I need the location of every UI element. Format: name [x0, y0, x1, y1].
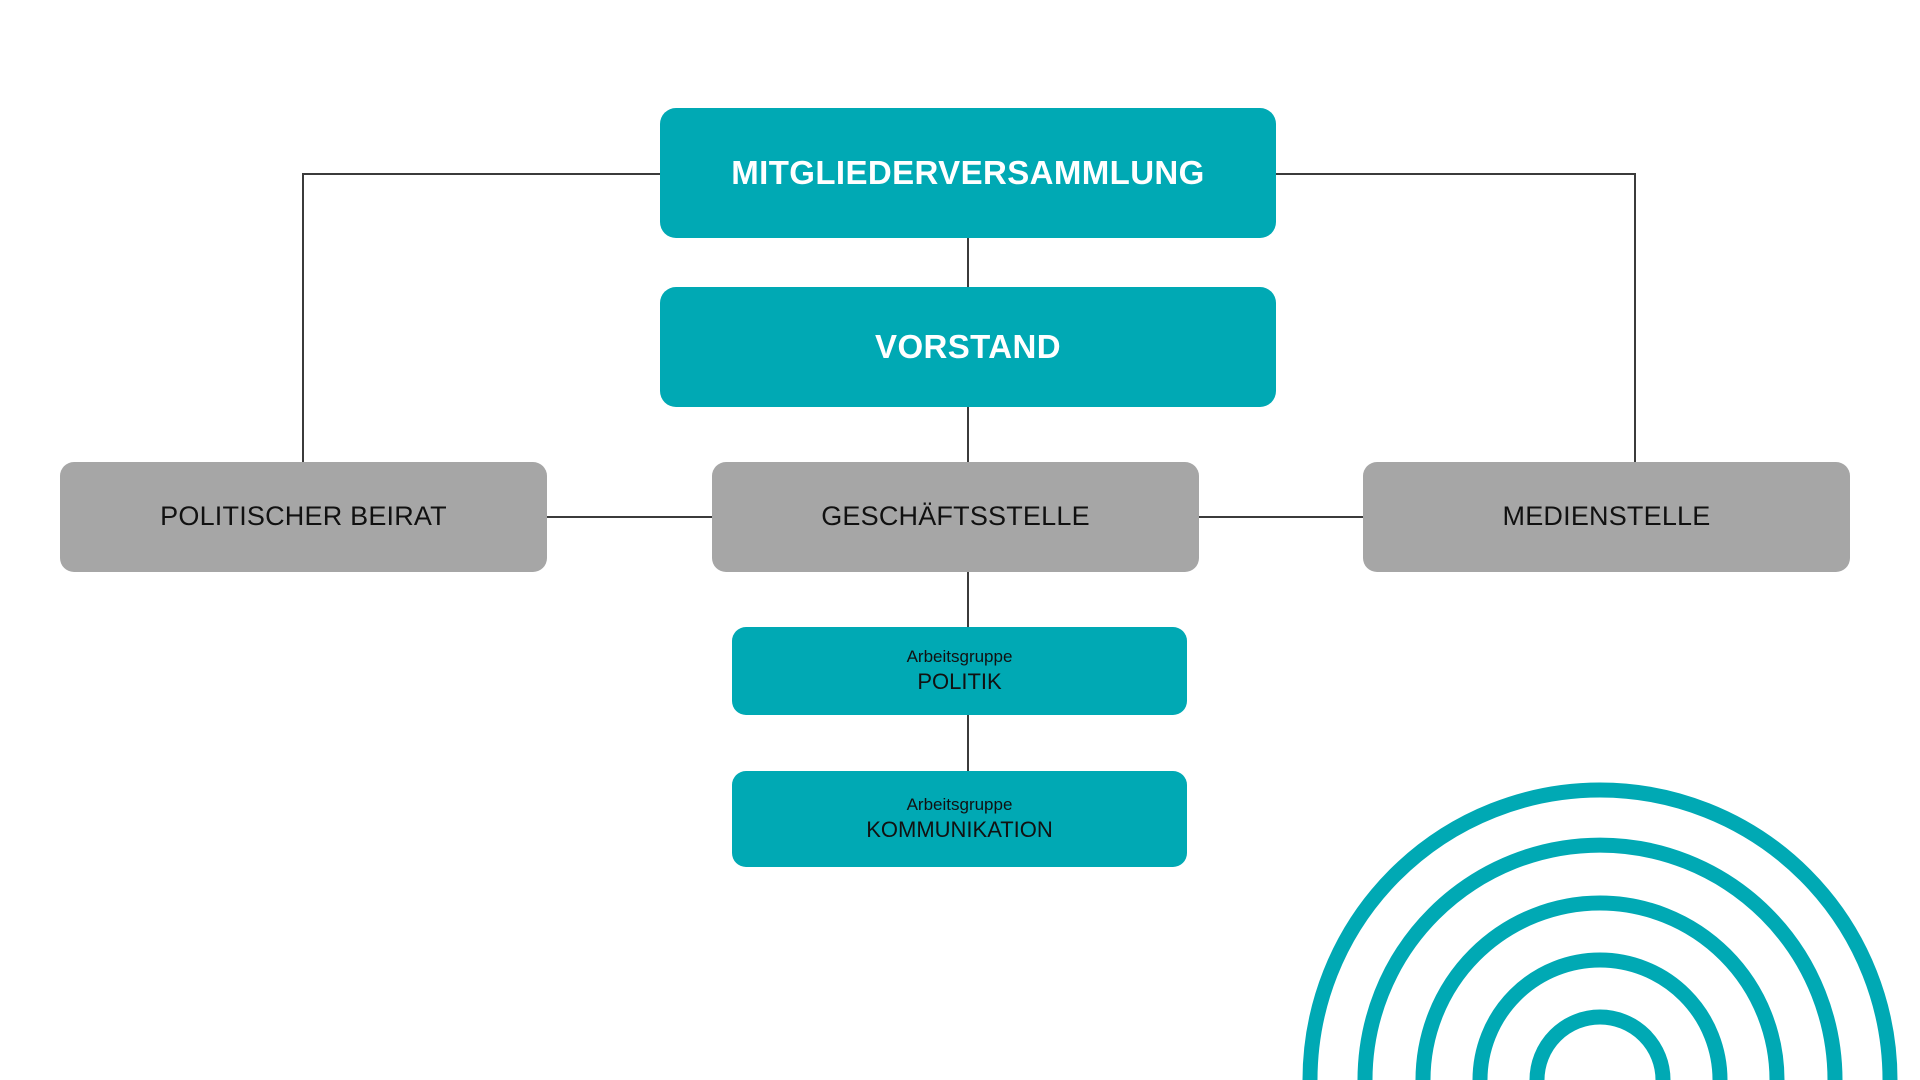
node-vorstand[interactable]: VORSTAND — [660, 287, 1276, 407]
concentric-arcs-decoration — [1302, 782, 1898, 1080]
connector-mv-to-vorstand — [967, 238, 969, 288]
node-arbeitsgruppe-politik[interactable]: Arbeitsgruppe POLITIK — [732, 627, 1187, 715]
arc-5 — [1529, 1009, 1671, 1080]
connector-mv-to-right — [1276, 173, 1636, 175]
node-medienstelle[interactable]: MEDIENSTELLE — [1363, 462, 1850, 572]
node-arbeitsgruppe-kommunikation-label: KOMMUNIKATION — [866, 817, 1053, 843]
node-arbeitsgruppe-politik-kicker: Arbeitsgruppe — [906, 647, 1013, 667]
node-arbeitsgruppe-politik-label: POLITIK — [917, 669, 1002, 695]
arc-4 — [1472, 952, 1728, 1080]
connector-geschaeftsstelle-to-medienstelle — [1199, 516, 1364, 518]
node-politischer-beirat-label: POLITISCHER BEIRAT — [160, 501, 447, 532]
node-medienstelle-label: MEDIENSTELLE — [1502, 501, 1711, 532]
connector-geschaeftsstelle-to-ag-politik — [967, 572, 969, 628]
node-arbeitsgruppe-kommunikation[interactable]: Arbeitsgruppe KOMMUNIKATION — [732, 771, 1187, 867]
connector-vorstand-to-geschaeftsstelle — [967, 407, 969, 463]
connector-mv-to-left — [302, 173, 660, 175]
node-mitgliederversammlung[interactable]: MITGLIEDERVERSAMMLUNG — [660, 108, 1276, 238]
connector-beirat-to-geschaeftsstelle — [547, 516, 713, 518]
arc-1 — [1302, 782, 1898, 1080]
connector-left-vertical — [302, 173, 304, 463]
node-politischer-beirat[interactable]: POLITISCHER BEIRAT — [60, 462, 547, 572]
node-mitgliederversammlung-label: MITGLIEDERVERSAMMLUNG — [731, 153, 1205, 191]
node-geschaeftsstelle[interactable]: GESCHÄFTSSTELLE — [712, 462, 1199, 572]
arc-3 — [1415, 895, 1785, 1080]
arc-2 — [1357, 837, 1843, 1080]
node-geschaeftsstelle-label: GESCHÄFTSSTELLE — [821, 501, 1090, 532]
node-arbeitsgruppe-kommunikation-kicker: Arbeitsgruppe — [906, 795, 1013, 815]
connector-right-vertical — [1634, 173, 1636, 463]
connector-ag-politik-to-ag-kommunikation — [967, 715, 969, 772]
node-vorstand-label: VORSTAND — [875, 327, 1061, 365]
